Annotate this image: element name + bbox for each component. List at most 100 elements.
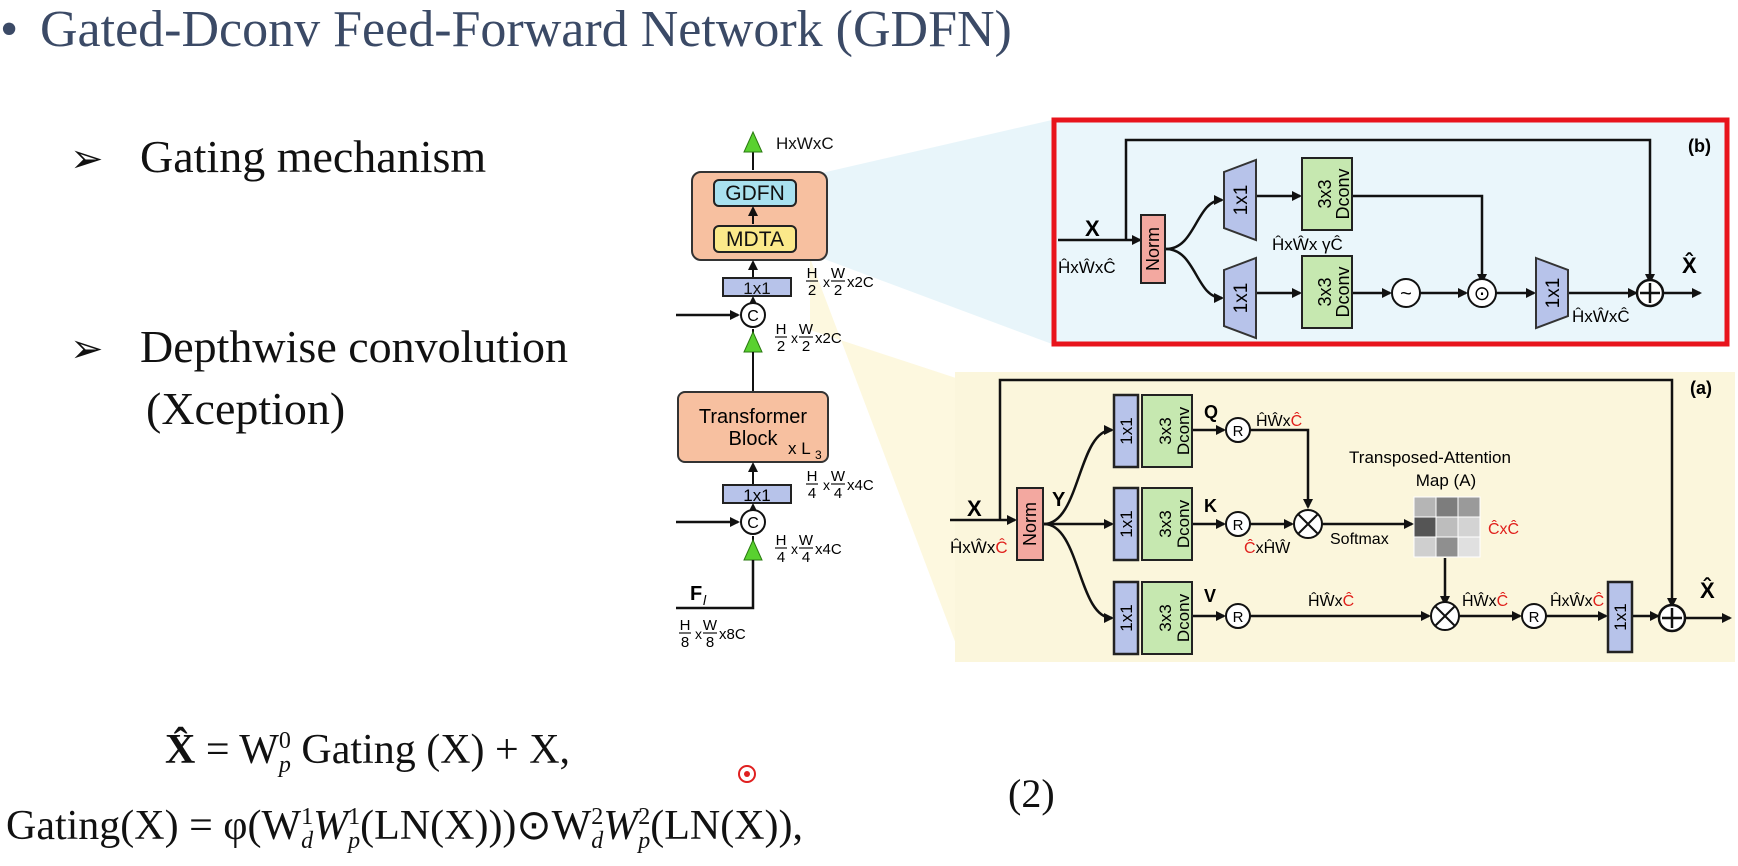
svg-text:1x1: 1x1 (1543, 278, 1564, 309)
svg-text:x: x (695, 626, 702, 642)
dconv-q (1141, 394, 1193, 468)
norm-box-a (1016, 487, 1044, 561)
dconv-b-box (1301, 255, 1353, 329)
svg-text:R: R (1233, 423, 1244, 440)
panel-b: (b) X ĤxŴxĈ Norm 1x1 3x3 Dconv ĤxŴx γĈ 1… (1051, 117, 1730, 347)
svg-text:1x1: 1x1 (1611, 603, 1630, 630)
svg-text:3x3: 3x3 (1156, 510, 1175, 537)
title-text: Gated-Dconv Feed-Forward Network (GDFN) (40, 1, 1012, 58)
bullet-depthwise-text: Depthwise convolution (140, 321, 568, 372)
svg-text:Dconv: Dconv (1174, 406, 1193, 455)
mdta-box (713, 225, 797, 253)
zoom-beam-b (800, 120, 1052, 344)
concat-label: C (747, 308, 759, 325)
green-arrow-icon (743, 330, 763, 353)
svg-text:R: R (1233, 609, 1244, 626)
svg-text:2: 2 (808, 282, 816, 299)
svg-text:8: 8 (706, 634, 714, 651)
concat-node (740, 509, 766, 535)
svg-text:3x3: 3x3 (1156, 604, 1175, 631)
svg-text:1x1: 1x1 (1231, 283, 1252, 314)
conv-out-trapezoid (1535, 256, 1569, 330)
norm-label-b: Norm (1143, 227, 1163, 271)
r2-dims: ĤxŴxĈ (1550, 591, 1604, 610)
svg-text:W: W (799, 532, 814, 549)
dims-low: x4C (847, 477, 874, 494)
panel-a-input: X (967, 496, 982, 521)
out-dims-b: ĤxŴxĈ (1572, 307, 1630, 326)
panel-b-bg (1054, 120, 1727, 344)
concat-node (740, 302, 766, 328)
q-label: Q (1204, 402, 1218, 422)
equation-number: (2) (1008, 771, 1055, 816)
svg-text:8: 8 (681, 634, 689, 651)
q-dims: ĤŴxĈ (1256, 411, 1302, 430)
svg-text:x: x (823, 477, 830, 493)
conv-top-label: 1x1 (743, 279, 770, 298)
svg-text:1x1: 1x1 (1117, 510, 1136, 537)
feature-sub: l (703, 592, 707, 608)
laser-pointer-icon (738, 765, 756, 783)
svg-text:H: H (807, 468, 818, 485)
left-pipeline: HxWxC GDFN MDTA 1x1 H 2 x W 2 x2C C H 2 … (676, 130, 874, 651)
conv-bottom-label: 1x1 (743, 486, 770, 505)
v-dims: ĤŴxĈ (1308, 591, 1354, 610)
panel-a-label: (a) (1690, 378, 1712, 398)
svg-text:2: 2 (802, 338, 810, 355)
attn-dims: ĈxĈ (1488, 519, 1519, 538)
repeat-sub: 3 (815, 448, 822, 462)
svg-text:H: H (776, 321, 787, 338)
conv-out-a (1606, 580, 1634, 654)
title-bullet: • (0, 1, 19, 58)
conv-a-trapezoid (1223, 158, 1257, 242)
multiply-icon: ⊙ (1474, 283, 1491, 305)
green-arrow-icon (743, 130, 763, 153)
svg-text:1x1: 1x1 (1231, 185, 1252, 216)
svg-text:4: 4 (777, 549, 785, 566)
panel-a: (a) X ĤxŴxĈ Norm Y 1x1 3x3 Dconv Q R ĤŴx… (950, 378, 1732, 656)
dconv-v (1141, 581, 1193, 655)
norm-box-b (1140, 214, 1166, 284)
arrow-bullet-icon: ➢ (70, 326, 104, 371)
svg-text:W: W (703, 617, 718, 634)
panel-b-output: X̂ (1682, 252, 1697, 278)
conv-v (1112, 580, 1140, 656)
dims-in: x8C (719, 626, 746, 643)
svg-text:W: W (799, 321, 814, 338)
panel-a-input-dims: ĤxŴxĈ (950, 538, 1008, 557)
svg-text:Dconv: Dconv (1174, 593, 1193, 642)
dconv-a-box (1301, 157, 1353, 231)
slide-title: • Gated-Dconv Feed-Forward Network (GDFN) (0, 0, 1012, 59)
k-dims: ĈxĤŴ (1244, 538, 1291, 557)
svg-text:H: H (680, 617, 691, 634)
svg-text:W: W (831, 468, 846, 485)
svg-text:2: 2 (777, 338, 785, 355)
attn-title: Transposed-Attention (1349, 448, 1511, 467)
repeat-label: x L (788, 439, 811, 458)
svg-text:Dconv: Dconv (1174, 499, 1193, 548)
dims-low2: x4C (815, 541, 842, 558)
svg-text:1x1: 1x1 (1117, 417, 1136, 444)
panel-b-highlight (1051, 117, 1730, 347)
mul-dims: ĤŴxĈ (1462, 591, 1508, 610)
gelu-icon: ~ (1400, 283, 1412, 305)
dims-out: HxWxC (776, 134, 834, 153)
zoom-beam-a (810, 258, 962, 660)
bullet-gating: ➢Gating mechanism (70, 130, 486, 183)
panel-b-input: X (1085, 216, 1100, 241)
green-arrow-icon (743, 538, 763, 561)
bullet-gating-text: Gating mechanism (140, 131, 487, 182)
svg-text:Norm: Norm (1020, 502, 1040, 546)
dims-top: x2C (847, 274, 874, 291)
svg-text:2: 2 (834, 282, 842, 299)
conv-q (1112, 393, 1140, 469)
equation-line-1: X̂ = W0p Gating (X) + X, (165, 727, 571, 779)
svg-text:3x3: 3x3 (1156, 417, 1175, 444)
bullet-depthwise-continuation: (Xception) (146, 383, 346, 434)
svg-text:x: x (823, 274, 830, 290)
svg-text:C: C (747, 515, 759, 532)
softmax-label: Softmax (1330, 531, 1389, 548)
dconv-k (1141, 487, 1193, 561)
k-label: K (1204, 496, 1217, 516)
v-label: V (1204, 586, 1216, 606)
